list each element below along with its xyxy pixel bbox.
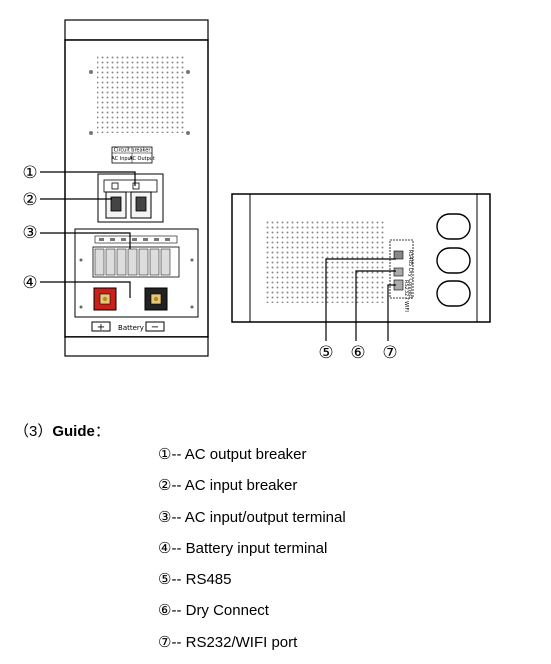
guide-item: ①-- AC output breaker <box>158 446 307 463</box>
cable-gland-hole <box>436 247 471 274</box>
screw-icon <box>89 70 93 74</box>
side-leader-lines <box>325 258 396 341</box>
callout-6: ⑥ <box>350 343 365 363</box>
callout-5: ⑤ <box>318 343 333 363</box>
battery-minus-badge <box>145 321 165 332</box>
rs485-port[interactable] <box>393 250 404 260</box>
callout-3: ③ <box>22 223 37 243</box>
cable-gland-hole <box>436 280 471 307</box>
top-cap <box>64 19 209 41</box>
battery-plus-badge <box>91 321 111 332</box>
guide-item: ⑤-- RS485 <box>158 571 232 589</box>
breaker-box-title: Circuit breaker <box>114 148 152 154</box>
callout-1: ① <box>22 163 37 183</box>
front-vent <box>97 55 184 133</box>
guide-item: ④-- Battery input terminal <box>158 539 328 557</box>
terminal-label-strip <box>99 238 170 241</box>
guide-heading: （3）Guide： <box>14 420 110 441</box>
screw-icon <box>186 70 190 74</box>
guide-item: ②-- AC input breaker <box>158 477 298 495</box>
callout-2: ② <box>22 190 37 210</box>
dry-connect-port[interactable] <box>393 267 404 277</box>
front-view: Circuit breaker AC Input AC Output <box>64 19 209 357</box>
battery-plus-symbol: + <box>97 322 105 333</box>
callout-7: ⑦ <box>382 343 397 363</box>
guide-item: ⑥-- Dry Connect <box>158 602 269 620</box>
callout-group: ① ② ③ ④ ⑤ ⑥ ⑦ <box>22 163 397 363</box>
bottom-base <box>64 336 209 357</box>
battery-label: Battery <box>118 324 144 332</box>
breaker-switch[interactable] <box>110 196 122 212</box>
guide-item: ⑦-- RS232/WIFI port <box>158 633 298 651</box>
callout-4: ④ <box>22 273 37 293</box>
screw-icon <box>186 131 190 135</box>
guide-title: Guide <box>52 423 95 440</box>
battery-minus-symbol: − <box>151 322 159 333</box>
inverter-diagram: Circuit breaker AC Input AC Output <box>22 19 491 363</box>
ac-terminal-block <box>92 246 180 278</box>
guide-colon: ： <box>94 423 110 440</box>
cable-gland-hole <box>436 213 471 240</box>
port-label-rs485: RS485 <box>407 250 413 266</box>
breaker-label-output: AC Output <box>129 156 155 162</box>
screw-icon <box>89 131 93 135</box>
front-leader-lines <box>40 171 136 298</box>
breaker-switch[interactable] <box>135 196 147 212</box>
guide-prefix: （3） <box>14 423 53 440</box>
guide-list: ①-- AC output breaker ②-- AC input break… <box>158 445 346 664</box>
port-label-dry-connect: Dry Connect <box>407 268 413 299</box>
guide-item: ③-- AC input/output terminal <box>158 508 346 526</box>
port-label-rs232: RS232 / WIFI <box>403 280 409 312</box>
breaker-label-input: AC Input <box>111 156 132 162</box>
side-view: RS485 Dry Connect RS232 / WIFI <box>231 193 491 323</box>
